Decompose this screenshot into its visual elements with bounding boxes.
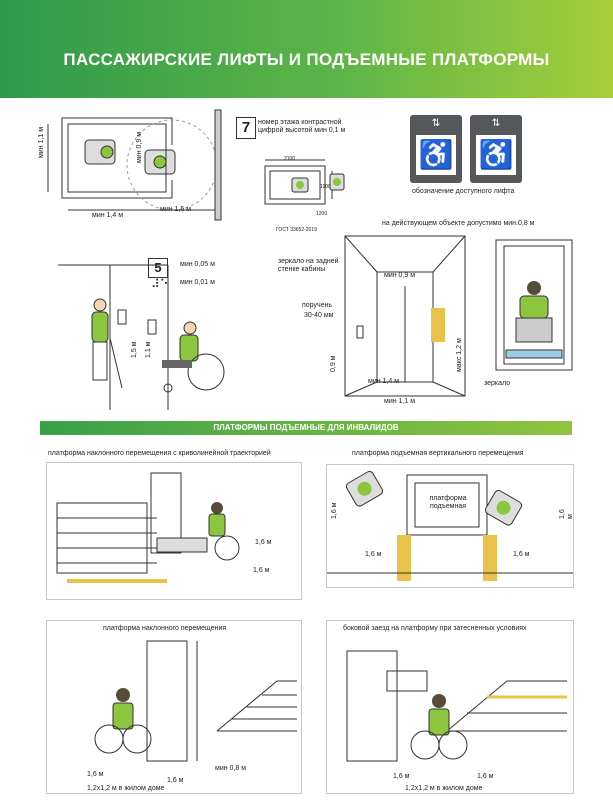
dim-door-label: мин 0,9 м	[136, 131, 143, 163]
side-entry-platform-drawing	[346, 650, 567, 762]
platform-3-caption: платформа наклонного перемещения	[103, 625, 227, 632]
p3-dim-3: мин 0,8 м	[215, 765, 247, 772]
platforms-section-bar: ПЛАТФОРМЫ ПОДЪЕМНЫЕ ДЛЯ ИНВАЛИДОВ	[40, 421, 572, 435]
small-plan-width: 2100	[284, 156, 296, 162]
dim-turn-label: мин 1,5 м	[160, 206, 192, 213]
wheelchair-user-figure	[345, 470, 384, 507]
door-width-label: мин 0,9 м	[384, 272, 416, 279]
platform-4-caption: боковой заезд на платформу при затесненн…	[343, 625, 527, 632]
wheelchair-user-figure	[484, 489, 523, 526]
platform-1-panel: 1,6 м 1,6 м	[46, 462, 302, 600]
floor-number-note: номер этажа контрастной цифрой высотой м…	[258, 119, 346, 134]
curved-platform-drawing	[56, 472, 240, 583]
accessible-lift-sign: ⇅ ♿	[410, 115, 462, 183]
p1-dim-1: 1,6 м	[255, 539, 272, 546]
wheelchair-user-figure	[144, 149, 176, 175]
wheelchair-user-figure	[94, 688, 152, 754]
dim-width-label: мин 1,4 м	[92, 212, 124, 219]
p2-dim-4: 1,6 м	[559, 509, 574, 519]
up-down-arrows-icon: ⇅	[491, 118, 501, 129]
wheelchair-user-figure	[208, 502, 240, 561]
braille-label: ⠼⠑	[151, 277, 169, 291]
floor-number-plate: 7	[236, 117, 256, 139]
gap-label-2: мин 0,01 м	[180, 279, 215, 286]
platform-2-panel: платформа подъемная 1,6 м 1,6 м 1,6 м 1,…	[326, 464, 574, 588]
small-plan-depth: 1200	[316, 211, 328, 217]
gost-reference: ГОСТ 33652-2019	[276, 227, 317, 233]
page-title: ПАССАЖИРСКИЕ ЛИФТЫ И ПОДЪЕМНЫЕ ПЛАТФОРМЫ	[63, 50, 550, 69]
height-label-1: 1,5 м	[131, 341, 138, 359]
mirror-view-drawing	[495, 239, 573, 371]
p3-dim-1: 1,6 м	[87, 771, 104, 778]
height-label-2: 1,1 м	[145, 341, 152, 359]
wheelchair-user-figure	[84, 139, 116, 165]
elevator-plan-drawing	[47, 109, 222, 221]
platform-1-caption: платформа наклонного перемещения с криво…	[48, 450, 271, 457]
p3-dim-4: 1,2х1,2 м в жилом доме	[87, 785, 165, 792]
wheelchair-icon: ♿	[416, 135, 456, 175]
platform-2-caption: платформа подъемная вертикального переме…	[352, 450, 524, 457]
platforms-section-title: ПЛАТФОРМЫ ПОДЪЕМНЫЕ ДЛЯ ИНВАЛИДОВ	[213, 423, 399, 432]
p4-dim-2: 1,6 м	[477, 773, 494, 780]
height-12-label: макс 1,2 м	[456, 338, 463, 372]
accessible-sign-caption: обозначение доступного лифта	[412, 188, 515, 195]
cabin-depth-label: мин 1,1 м	[384, 398, 416, 405]
up-down-arrows-icon: ⇅	[431, 118, 441, 129]
p2-dim-3: 1,6 м	[513, 551, 530, 558]
mirror-note: зеркало на задней стенке кабины	[278, 258, 339, 273]
elevator-front-view	[344, 235, 466, 397]
handrail-label: поручень	[302, 302, 333, 309]
height-09-label: 0,9 м	[330, 355, 337, 373]
header-banner: ПАССАЖИРСКИЕ ЛИФТЫ И ПОДЪЕМНЫЕ ПЛАТФОРМЫ	[0, 0, 613, 98]
platform-4-panel: боковой заезд на платформу при затесненн…	[326, 620, 574, 794]
inclined-platform-drawing	[94, 640, 297, 762]
vertical-platform-drawing	[327, 470, 573, 581]
small-plan-height: 1100	[320, 184, 331, 190]
p2-dim-1: 1,6 м	[331, 502, 338, 520]
wheelchair-user-figure	[515, 281, 553, 343]
wheelchair-icon: ♿	[476, 135, 516, 175]
p2-platform-label: платформа подъемная	[429, 495, 467, 510]
cabin-width-label: мин 1,4 м	[368, 378, 400, 385]
wheelchair-user-figure	[410, 694, 468, 760]
accessible-lift-sign: ⇅ ♿	[470, 115, 522, 183]
platform-3-panel: платформа наклонного перемещения 1,6 м 1…	[46, 620, 302, 794]
wheelchair-user-figure	[162, 321, 225, 393]
p4-dim-3: 1,2х1,2 м в жилом доме	[405, 785, 483, 792]
small-elevator-plan	[264, 159, 345, 205]
floor-digit-plate: 5	[148, 258, 168, 278]
existing-object-note: на действующем объекте допустимо мин.0,8…	[382, 220, 535, 227]
call-panel-side-view	[58, 264, 225, 410]
gap-label-1: мин 0,05 м	[180, 261, 215, 268]
p2-dim-2: 1,6 м	[365, 551, 382, 558]
handrail-height-label: 30-40 мм	[304, 312, 334, 319]
mirror-label: зеркало	[484, 380, 511, 387]
dim-depth-label: мин 1,1 м	[38, 126, 45, 158]
standing-man-figure	[91, 298, 123, 389]
p4-dim-1: 1,6 м	[393, 773, 410, 780]
p1-dim-2: 1,6 м	[253, 567, 270, 574]
p3-dim-2: 1,6 м	[167, 777, 184, 784]
